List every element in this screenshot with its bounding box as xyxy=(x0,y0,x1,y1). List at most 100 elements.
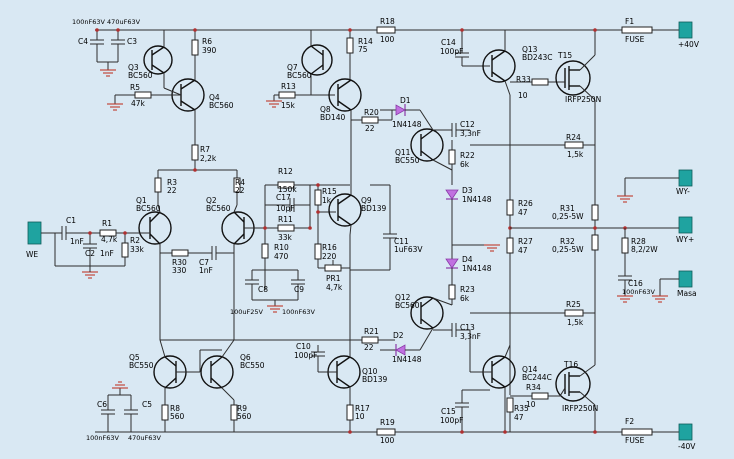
t16-value: IRFP250N xyxy=(562,404,598,413)
r20-value: 22 xyxy=(365,124,375,133)
r9-label: R9 xyxy=(237,404,247,413)
q12-label: Q12 xyxy=(395,293,411,302)
resistor-r5: R5 47k xyxy=(107,83,181,111)
r10-value: 470 xyxy=(274,252,289,261)
r31-value: 0,25-5W xyxy=(552,212,584,221)
c8-value: 100uF25V xyxy=(230,308,264,316)
terminal-wy-plus[interactable]: WY+ xyxy=(676,216,694,244)
r5-label: R5 xyxy=(130,83,140,92)
r34-value: 10 xyxy=(526,400,536,409)
resistor-r25: R25 1,5k xyxy=(470,300,595,327)
t16-label: T16 xyxy=(563,360,578,369)
q4-value: BC560 xyxy=(209,101,234,110)
r9-value: 560 xyxy=(237,412,252,421)
q11-label: Q11 xyxy=(395,148,411,157)
resistor-r34: R34 10 xyxy=(510,383,560,409)
terminal-masa[interactable]: Masa xyxy=(677,270,697,298)
q7-value: BC560 xyxy=(287,71,312,80)
r12-value: 150k xyxy=(278,185,297,194)
resistor-r23: R23 6k xyxy=(448,284,475,305)
r24-label: R24 xyxy=(566,133,581,142)
input-network: C1 1nF R1 4,7k R2 33k C2 1nF xyxy=(41,216,150,279)
r14-label: R14 xyxy=(358,37,373,46)
r17-label: R17 xyxy=(355,404,370,413)
terminal-wy-minus[interactable]: WY- xyxy=(676,169,693,196)
q12-value: BC560 xyxy=(395,301,420,310)
r27-label: R27 xyxy=(518,237,533,246)
c9-label: C9 xyxy=(294,285,304,294)
r8-value: 560 xyxy=(170,412,185,421)
resistor-r31: R31 0,25-5W xyxy=(552,204,599,235)
c1-label: C1 xyxy=(66,216,76,225)
r1-value: 4,7k xyxy=(101,235,118,244)
terminal-we[interactable]: WE xyxy=(26,221,42,259)
mosfet-t16: T16 IRFP250N xyxy=(555,360,598,434)
c14-label: C14 xyxy=(441,38,456,47)
wy-plus-label: WY+ xyxy=(676,235,694,244)
q7-label: Q7 xyxy=(287,63,298,72)
feedback-network: R12 150k C17 10pF R11 33k R10 470 C8 C9 … xyxy=(230,167,350,316)
r17-value: 10 xyxy=(355,412,365,421)
q1-value: BC560 xyxy=(136,204,161,213)
c17-label: C17 xyxy=(276,193,291,202)
q14-value: BC244C xyxy=(522,373,552,382)
c10-label: C10 xyxy=(296,342,311,351)
diode-d2: D2 1N4148 xyxy=(380,331,422,364)
c11-label: C11 xyxy=(394,237,409,246)
q9-label: Q9 xyxy=(361,196,372,205)
d2-label: D2 xyxy=(393,331,404,340)
r18-value: 100 xyxy=(380,35,395,44)
cap-c12: C12 3,3nF xyxy=(433,120,481,138)
q4-label: Q4 xyxy=(209,93,220,102)
terminal-pos[interactable]: +40V xyxy=(678,21,700,49)
cap-c4-c3: 100nF63V 470uF63V C4 C3 xyxy=(72,18,141,77)
d4-label: D4 xyxy=(462,255,473,264)
pos-label: +40V xyxy=(678,40,700,49)
r14-value: 75 xyxy=(358,45,368,54)
r33-value: 10 xyxy=(518,91,528,100)
r3-label: R3 xyxy=(167,178,177,187)
zobel-r28-c16: R28 8,2/2W C16 100nF63V xyxy=(617,228,679,303)
r13-label: R13 xyxy=(281,82,296,91)
resistor-r22: R22 6k xyxy=(448,140,475,185)
r26-label: R26 xyxy=(518,199,533,208)
resistor-r18: R18 100 xyxy=(376,17,396,44)
c7-value: 1nF xyxy=(199,266,213,275)
q8-label: Q8 xyxy=(320,105,331,114)
d3-label: D3 xyxy=(462,186,473,195)
c6-value: 100nF63V xyxy=(86,434,120,442)
c12-value: 3,3nF xyxy=(460,129,481,138)
r2-value: 33k xyxy=(130,245,145,254)
resistor-r27: R27 47 xyxy=(506,226,533,255)
r25-value: 1,5k xyxy=(567,318,584,327)
neg-label: -40V xyxy=(678,442,696,451)
q14-label: Q14 xyxy=(522,365,538,374)
resistor-r3: R3 22 xyxy=(154,170,177,205)
q10-value: BD139 xyxy=(362,375,387,384)
r18-label: R18 xyxy=(380,17,395,26)
r10-label: R10 xyxy=(274,243,289,252)
r7-value: 2,2k xyxy=(200,154,217,163)
terminal-neg[interactable]: -40V xyxy=(678,423,696,451)
q3-label: Q3 xyxy=(128,63,139,72)
resistor-r30: R30 330 xyxy=(160,249,212,275)
r31-label: R31 xyxy=(560,204,575,213)
q13-label: Q13 xyxy=(522,45,538,54)
q8-value: BD140 xyxy=(320,113,345,122)
resistor-r6: R6 390 xyxy=(191,28,217,70)
q1-label: Q1 xyxy=(136,196,147,205)
c4c3-values: 100nF63V 470uF63V xyxy=(72,18,141,26)
c16-value: 100nF63V xyxy=(622,288,656,296)
transistor-q13: Q13 BD243C xyxy=(482,30,552,96)
transistor-q8: Q8 BD140 xyxy=(320,78,362,185)
r21-label: R21 xyxy=(364,327,379,336)
transistor-q10: Q10 BD139 xyxy=(317,340,387,405)
vbe-multiplier: R15 1k R16 220 PR1 4,7k xyxy=(314,183,351,340)
q13-value: BD243C xyxy=(522,53,552,62)
resistor-r35: R35 47 xyxy=(506,397,529,432)
t15-value: IRFP250N xyxy=(565,95,601,104)
resistor-r24: R24 1,5k xyxy=(470,133,595,159)
r24-value: 1,5k xyxy=(567,150,584,159)
transistor-q6: Q6 BC550 xyxy=(199,339,265,401)
q3-value: BC560 xyxy=(128,71,153,80)
